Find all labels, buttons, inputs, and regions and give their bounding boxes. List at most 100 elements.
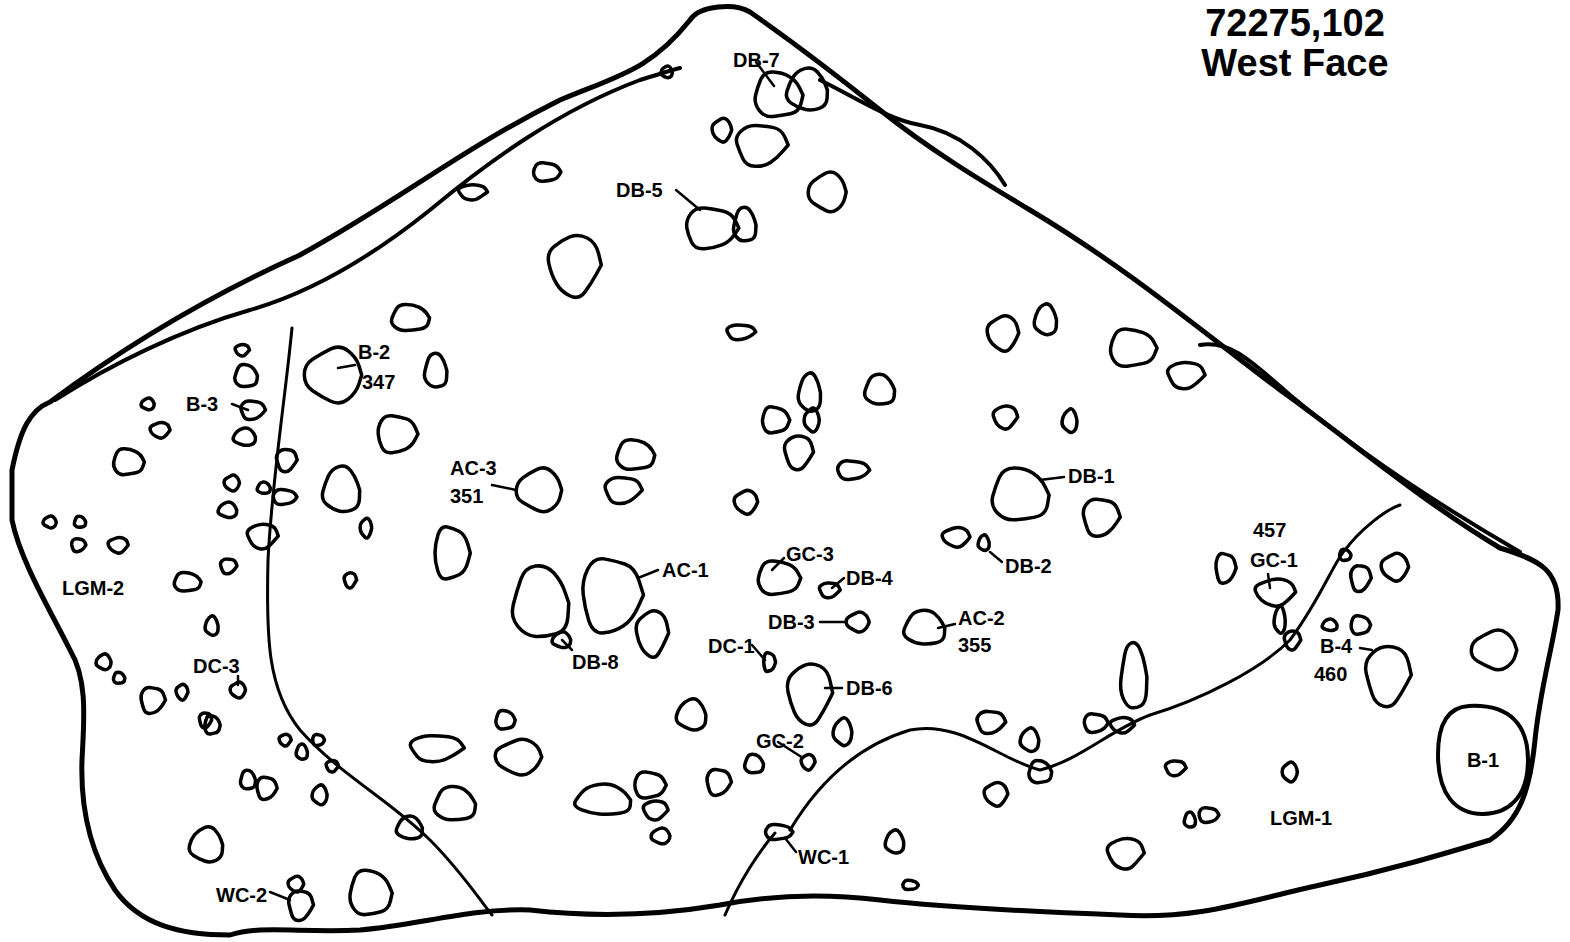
region-boundary	[725, 505, 1400, 915]
clast-outline	[218, 502, 237, 518]
clast-outline	[1110, 718, 1134, 734]
clast-outline	[833, 718, 852, 746]
clast-outline	[43, 516, 56, 528]
clast-outline	[458, 185, 487, 200]
clast-outline	[273, 490, 297, 505]
clast-outline	[257, 777, 277, 799]
clast-outline	[174, 572, 201, 591]
clast-outline	[176, 684, 188, 700]
clast-outline	[651, 828, 670, 844]
clast-outline	[288, 876, 304, 892]
clast-outline	[583, 559, 644, 633]
leader-lines	[232, 62, 1372, 900]
clast-label: B-4	[1320, 636, 1352, 656]
clast-outline	[247, 524, 278, 549]
clast-outline	[114, 449, 145, 475]
clast-outline	[1284, 631, 1301, 650]
clast-outline	[1029, 760, 1052, 782]
clast-label: 351	[450, 486, 483, 506]
clast-outline	[199, 713, 211, 728]
clast-outline	[727, 325, 756, 340]
clast-outline	[96, 654, 111, 670]
clast-outline	[865, 374, 895, 404]
clast-outline	[758, 561, 801, 594]
clast-outline	[189, 827, 223, 862]
clast-outline	[787, 664, 832, 725]
clast-label: WC-2	[216, 885, 267, 905]
clast-outline	[235, 364, 258, 386]
clast-outline	[635, 772, 667, 798]
clast-outline	[1351, 566, 1372, 592]
clast-label: B-1	[1467, 749, 1499, 772]
clast-outline	[304, 347, 361, 403]
clast-outline	[313, 734, 325, 745]
clast-outline	[279, 734, 291, 746]
clast-label: LGM-1	[1270, 808, 1332, 828]
clast-outline	[322, 466, 359, 512]
clast-outline	[435, 527, 470, 579]
clast-outline	[643, 801, 668, 820]
clast-outline	[276, 449, 297, 471]
clast-label: DB-1	[1068, 466, 1115, 486]
clast-outline	[707, 769, 731, 795]
clast-outline	[533, 163, 560, 182]
clast-outline	[838, 461, 870, 480]
clast-outline	[512, 566, 568, 637]
clast-label: LGM-2	[62, 578, 124, 598]
clast-outline	[257, 482, 270, 493]
clast-outline	[360, 518, 372, 538]
clast-label: AC-3	[450, 458, 497, 478]
clast-outline	[885, 830, 904, 853]
clast-outline	[903, 880, 919, 889]
clast-outline	[992, 468, 1049, 520]
clast-outline	[1340, 549, 1351, 560]
clast-outline	[434, 786, 476, 819]
clast-outline	[1199, 808, 1219, 823]
clast-label: AC-2	[958, 608, 1005, 628]
clast-outline	[1184, 812, 1195, 827]
clast-outline	[205, 616, 218, 635]
clast-outline	[762, 407, 789, 433]
clast-label: DC-1	[708, 636, 755, 656]
clast-outline	[326, 761, 338, 772]
clast-outline	[350, 870, 392, 914]
clast-outline	[661, 66, 672, 78]
clast-label: B-2	[358, 342, 390, 362]
clast-outline	[1366, 647, 1412, 707]
clast-outline	[241, 401, 266, 420]
clast-outline	[108, 537, 128, 553]
clast-outline	[1121, 643, 1147, 708]
clast-label: DB-6	[846, 678, 893, 698]
clast-outline	[496, 710, 515, 729]
clast-outline	[150, 422, 170, 438]
clast-outline	[1020, 728, 1039, 752]
clast-label: WC-1	[798, 847, 849, 867]
clast-outline	[984, 782, 1008, 806]
clast-outline	[424, 353, 446, 387]
clast-outline	[378, 416, 418, 453]
clast-outline	[784, 436, 813, 470]
clast-outline	[1107, 838, 1144, 869]
clast-outline	[977, 711, 1006, 733]
clast-outline	[1471, 630, 1517, 670]
clast-outline	[786, 68, 827, 110]
clast-label: DB-5	[616, 180, 663, 200]
clast-outline	[1255, 579, 1296, 606]
clast-outline	[993, 406, 1018, 429]
rock-outline	[12, 7, 1558, 935]
clast-label: 460	[1314, 664, 1347, 684]
clast-outline	[113, 672, 124, 683]
clast-outline	[605, 478, 642, 504]
clast-outline	[240, 770, 255, 789]
clast-outline	[1084, 714, 1108, 733]
clast-outline	[1282, 762, 1297, 782]
clast-outline	[1351, 616, 1371, 635]
clast-outline	[220, 559, 237, 574]
clast-label: B-3	[186, 394, 218, 414]
clast-outline	[1083, 499, 1120, 536]
clast-label: GC-3	[786, 544, 834, 564]
clast-outline	[987, 316, 1019, 352]
clast-label: 457	[1253, 520, 1286, 540]
clast-outline	[745, 754, 764, 773]
clast-outline	[846, 612, 869, 632]
